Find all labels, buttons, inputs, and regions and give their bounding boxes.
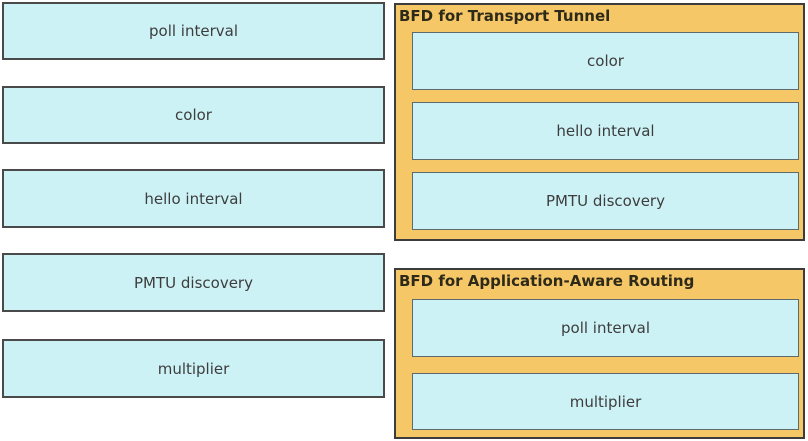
drag-item-pmtu-discovery[interactable]: PMTU discovery	[2, 253, 385, 312]
drag-item-hello-interval[interactable]: hello interval	[2, 169, 385, 228]
placed-item-multiplier[interactable]: multiplier	[412, 373, 799, 430]
drag-item-color[interactable]: color	[2, 86, 385, 144]
drop-zone-bfd-application-aware-routing[interactable]: BFD for Application-Aware Routing poll i…	[394, 268, 805, 439]
placed-item-pmtu-discovery[interactable]: PMTU discovery	[412, 172, 799, 230]
drop-zone-title: BFD for Application-Aware Routing	[399, 272, 695, 290]
drop-zone-bfd-transport-tunnel[interactable]: BFD for Transport Tunnel color hello int…	[394, 3, 805, 241]
drag-item-multiplier[interactable]: multiplier	[2, 339, 385, 398]
drag-item-poll-interval[interactable]: poll interval	[2, 2, 385, 60]
drop-zone-title: BFD for Transport Tunnel	[399, 7, 611, 25]
placed-item-poll-interval[interactable]: poll interval	[412, 299, 799, 357]
placed-item-color[interactable]: color	[412, 32, 799, 90]
placed-item-hello-interval[interactable]: hello interval	[412, 102, 799, 160]
